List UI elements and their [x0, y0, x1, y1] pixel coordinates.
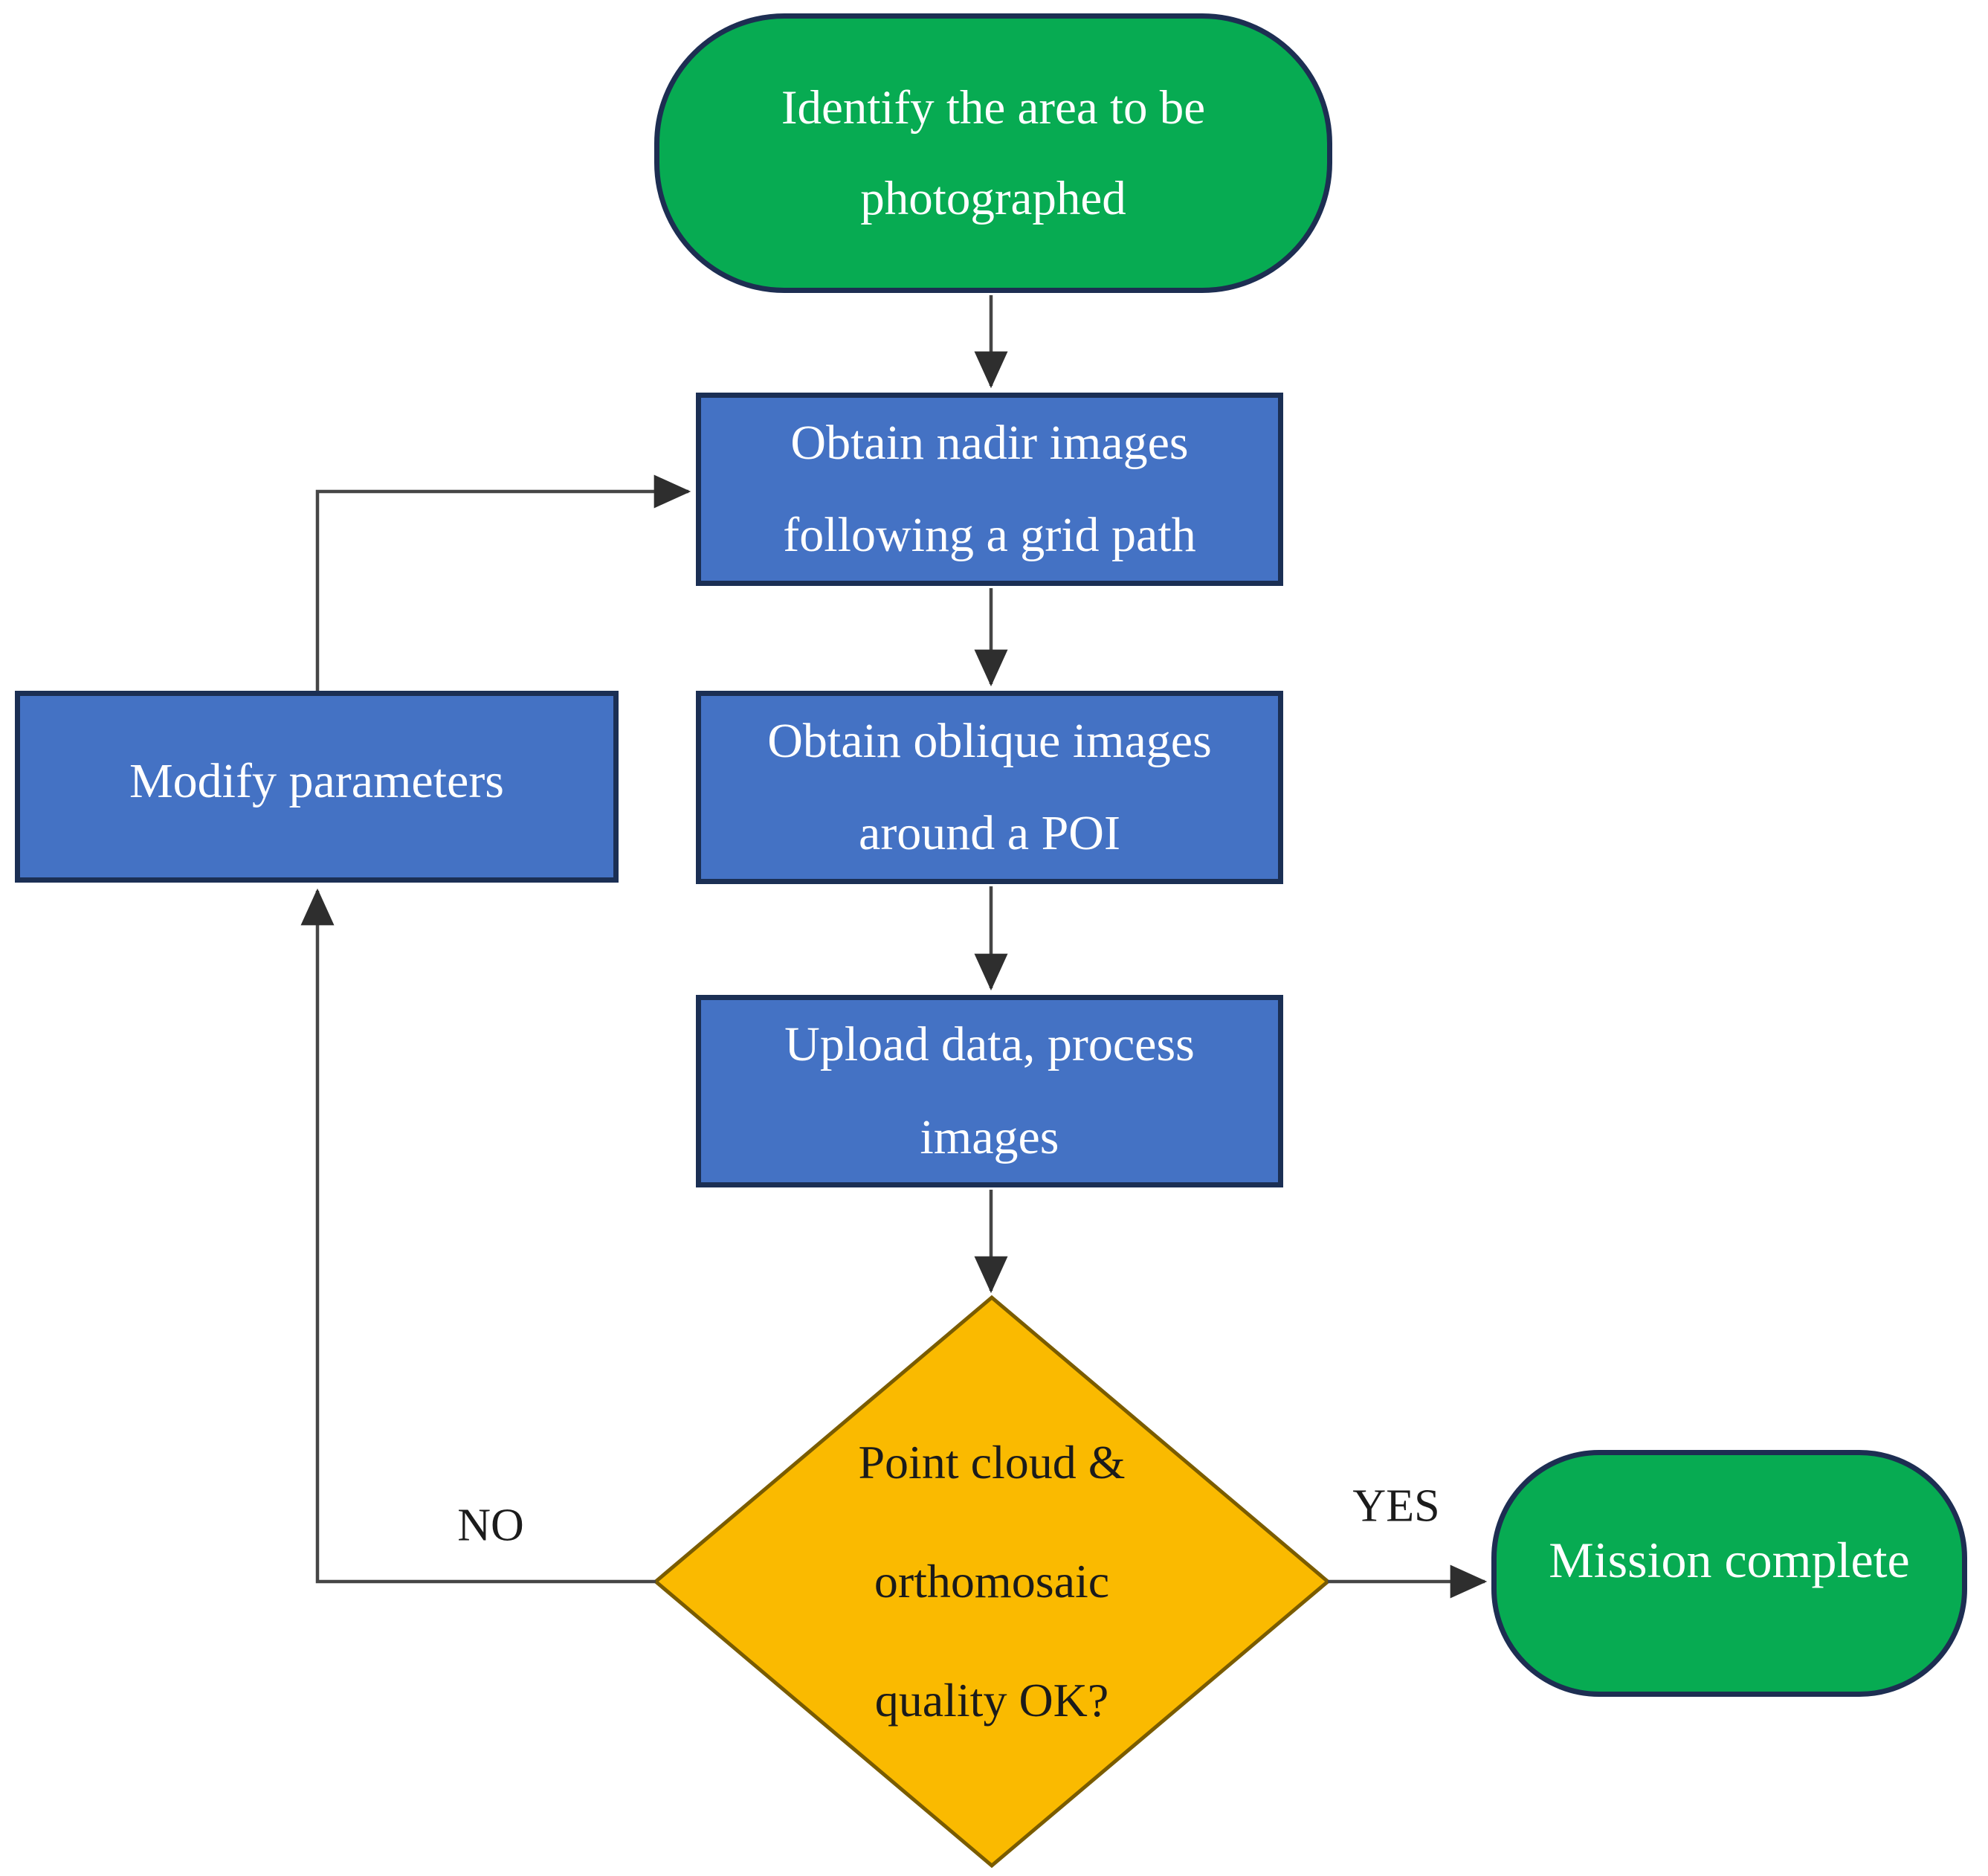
node-upload-line1: Upload data, process	[784, 1017, 1195, 1072]
decision-line3: quality OK?	[874, 1674, 1109, 1727]
node-obtain-oblique-images: Obtain oblique images around a POI	[696, 691, 1283, 884]
node-start-line1: Identify the area to be	[781, 80, 1206, 135]
node-obtain-nadir-images: Obtain nadir images following a grid pat…	[696, 393, 1283, 586]
decision-diamond-shape	[653, 1295, 1331, 1869]
edge-label-yes: YES	[1352, 1480, 1440, 1532]
node-modify-parameters: Modify parameters	[15, 691, 619, 883]
edge-label-no: NO	[457, 1500, 524, 1551]
decision-line1: Point cloud &	[858, 1436, 1126, 1489]
node-complete-label: Mission complete	[1549, 1532, 1910, 1589]
connector-decision-no-to-modify	[300, 888, 656, 1584]
node-upload-line2: images	[920, 1109, 1059, 1164]
node-modify-label: Modify parameters	[129, 753, 504, 808]
node-oblique-line1: Obtain oblique images	[767, 713, 1212, 768]
node-upload-process-images: Upload data, process images	[696, 995, 1283, 1187]
node-mission-complete-terminator: Mission complete	[1491, 1450, 1967, 1697]
node-start-terminator: Identify the area to be photographed	[654, 13, 1332, 293]
decision-diamond-text: Point cloud & orthomosaic quality OK?	[709, 1403, 1274, 1760]
node-oblique-line2: around a POI	[859, 806, 1120, 860]
node-start-line2: photographed	[860, 172, 1126, 225]
node-nadir-line2: following a grid path	[783, 508, 1196, 562]
node-nadir-line1: Obtain nadir images	[790, 415, 1189, 470]
decision-line2: orthomosaic	[874, 1555, 1110, 1608]
connector-modify-to-nadir	[315, 474, 691, 691]
